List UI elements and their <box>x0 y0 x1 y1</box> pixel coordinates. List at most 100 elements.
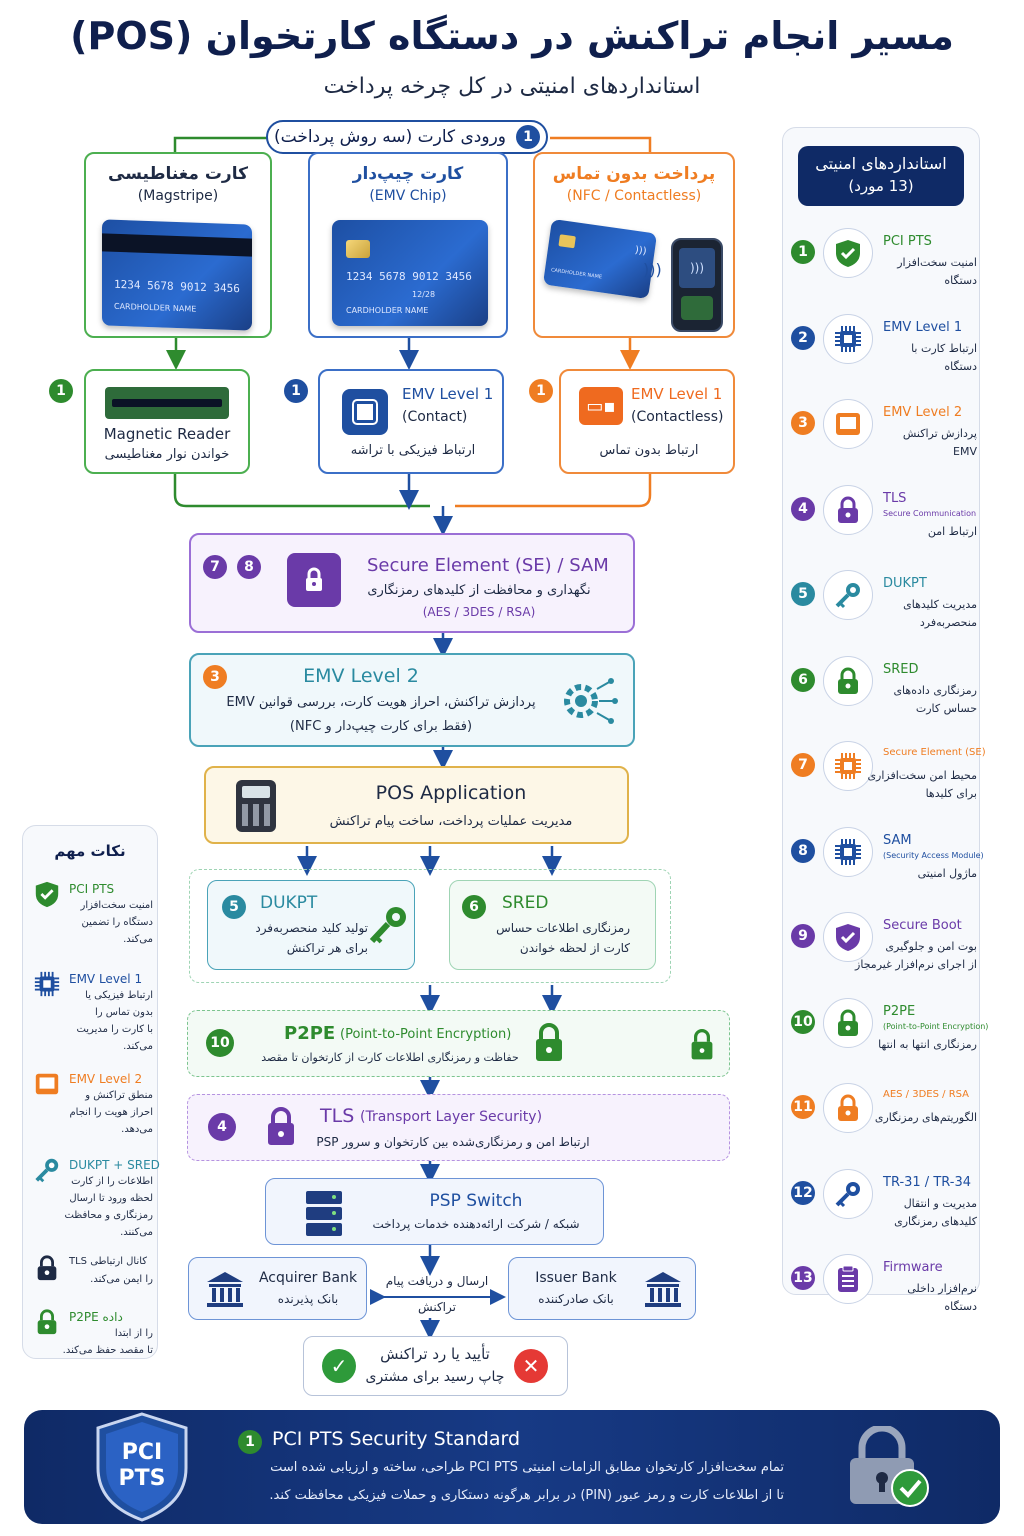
step-badge: 10 <box>791 1009 815 1034</box>
note-name: EMV Level 2 <box>69 1072 143 1086</box>
exchange-label: ارسال و دریافت پیام <box>385 1274 489 1288</box>
standard-desc: الگوریتم‌های رمزنگاری <box>874 1111 977 1124</box>
note-line: تا مقصد حفظ می‌کند. <box>62 1345 153 1356</box>
card-method-chip: کارت چیپ‌دار (EMV Chip) 1234 5678 9012 3… <box>308 152 508 338</box>
chip-icon <box>346 240 370 258</box>
note-name: P2PE داده <box>69 1310 123 1324</box>
secure-element-box: 7 8 Secure Element (SE) / SAM نگهداری و … <box>189 533 635 633</box>
step-badge: 3 <box>203 665 227 689</box>
result-desc: چاپ رسید برای مشتری <box>365 1369 505 1385</box>
note-line: می‌کند. <box>123 1041 153 1052</box>
standard-sub: Secure Communication <box>883 508 977 518</box>
note-line: رمزنگاری و محافظت <box>64 1210 153 1221</box>
badge-line1: PCI <box>121 1440 163 1465</box>
note-line: را ایمن می‌کند. <box>90 1274 153 1285</box>
step-badge: 5 <box>222 895 246 919</box>
key-icon <box>369 907 406 944</box>
card-holder: CARDHOLDER NAME <box>346 306 429 315</box>
note-line: امنیت سخت‌افزار <box>80 900 153 911</box>
tls-desc: ارتباط امن و رمزنگاری‌شده بین کارتخوان و… <box>316 1135 590 1149</box>
result-title: تأیید یا رد تراکنش <box>380 1345 490 1363</box>
card-method-title: کارت مغناطیسی <box>108 164 248 184</box>
reader-subtitle: (Contact) <box>402 409 468 425</box>
se-title: Secure Element (SE) / SAM <box>367 555 609 576</box>
reader-desc: ارتباط فیزیکی با تراشه <box>350 443 476 458</box>
chip-card-image: 1234 5678 9012 3456 12/28 CARDHOLDER NAM… <box>332 220 488 326</box>
sred-box: 6 SRED رمزنگاری اطلاعات حساس کارت از لحظ… <box>449 880 656 970</box>
standard-desc: امنیت سخت‌افزار <box>897 256 977 269</box>
step-badge: 1 <box>238 1430 262 1454</box>
standard-desc: محیط امن سخت‌افزاری <box>867 769 977 782</box>
step-badge: 1 <box>284 379 308 403</box>
standards-header: استانداردهای امنیتی (13 مورد) <box>798 146 964 206</box>
standard-desc: رمزنگاری انتها به انتها <box>878 1037 977 1051</box>
p2pe-title-en: (Point-to-Point Encryption) <box>340 1027 512 1042</box>
nfc-waves-icon: ))) <box>634 244 648 258</box>
lock-icon <box>33 1308 61 1340</box>
magstripe-card-image: 1234 5678 9012 3456 CARDHOLDER NAME <box>102 219 252 331</box>
acquirer-bank-box: Acquirer Bank بانک پذیرنده <box>188 1257 367 1320</box>
card-method-subtitle: (EMV Chip) <box>369 188 447 204</box>
standard-desc: ارتباط امن <box>927 524 977 538</box>
standard-name: EMV Level 2 <box>883 405 963 420</box>
sred-desc2: کارت از لحظه خواندن <box>519 941 630 955</box>
step-badge: 2 <box>791 325 815 350</box>
standard-name: TLS <box>883 490 907 506</box>
standard-name: EMV Level 1 <box>883 319 963 335</box>
standard-name: AES / 3DES / RSA <box>883 1089 970 1100</box>
standard-desc: ارتباط کارت با <box>911 341 977 355</box>
lock-icon <box>823 1083 873 1133</box>
note-line: احراز هویت را انجام <box>69 1107 153 1118</box>
note-line: می‌کند. <box>123 934 153 945</box>
tls-title-en: (Transport Layer Security) <box>360 1109 543 1125</box>
standards-title: استانداردهای امنیتی <box>815 154 947 173</box>
se-algos: (AES / 3DES / RSA) <box>422 605 536 619</box>
magnetic-stripe <box>102 233 252 257</box>
contactless-reader-icon: ▭▪ <box>579 387 623 425</box>
dukpt-box: 5 DUKPT تولید کلید منحصربه‌فرد برای هر ت… <box>207 880 415 970</box>
step-badge: 3 <box>791 411 815 435</box>
standard-desc-2: منحصربه‌فرد <box>919 616 977 629</box>
bottom-banner: PCI PTS 1 PCI PTS Security Standard تمام… <box>24 1410 1000 1524</box>
standard-desc: بوت امن و جلوگیری <box>885 940 977 953</box>
chip-icon <box>823 741 873 791</box>
card-holder: CARDHOLDER NAME <box>550 267 603 281</box>
step-badge: 7 <box>203 555 227 579</box>
standard-desc-2: کلیدهای رمزنگاری <box>894 1214 977 1228</box>
step-badge: 8 <box>237 555 261 579</box>
standard-desc: رمزنگاری داده‌های <box>893 683 977 697</box>
banner-title: PCI PTS Security Standard <box>272 1428 521 1450</box>
p2pe-title: P2PE <box>284 1023 336 1044</box>
sred-desc: رمزنگاری اطلاعات حساس <box>496 921 630 935</box>
step-badge: 8 <box>791 838 815 863</box>
note-line: دستگاه را تضمین <box>81 917 154 928</box>
gear-circuit-icon <box>564 678 618 724</box>
standard-name: PCI PTS <box>883 234 932 249</box>
key-icon <box>33 1156 61 1188</box>
note-line: می‌دهد. <box>121 1124 153 1135</box>
standard-desc-2: برای کلیدها <box>925 787 977 800</box>
chip-icon <box>558 234 576 249</box>
bank-icon <box>207 1272 243 1307</box>
banner-line2: تا از اطلاعات کارت و رمز عبور (PIN) در ب… <box>269 1488 784 1503</box>
card-method-subtitle: (Magstripe) <box>137 188 219 204</box>
key-icon <box>823 1168 873 1219</box>
card-expiry: 12/28 <box>412 290 436 299</box>
step-badge: 11 <box>791 1095 815 1119</box>
clipboard-icon <box>823 1254 873 1304</box>
pos-application-box: POS Application مدیریت عملیات پرداخت، سا… <box>204 766 629 844</box>
note-line: اطلاعات را از کارت <box>71 1176 153 1187</box>
dukpt-desc2: برای هر تراکنش <box>286 941 368 955</box>
card-entry-label: 1 ورودی کارت (سه روش پرداخت) <box>266 120 548 154</box>
card-number: 1234 5678 9012 3456 <box>114 277 240 296</box>
standard-name: SAM <box>883 832 912 848</box>
standard-desc: مدیریت کلیدهای <box>903 598 977 611</box>
reader-title: Magnetic Reader <box>103 425 231 443</box>
tls-box: 4 TLS (Transport Layer Security) ارتباط … <box>187 1094 730 1161</box>
